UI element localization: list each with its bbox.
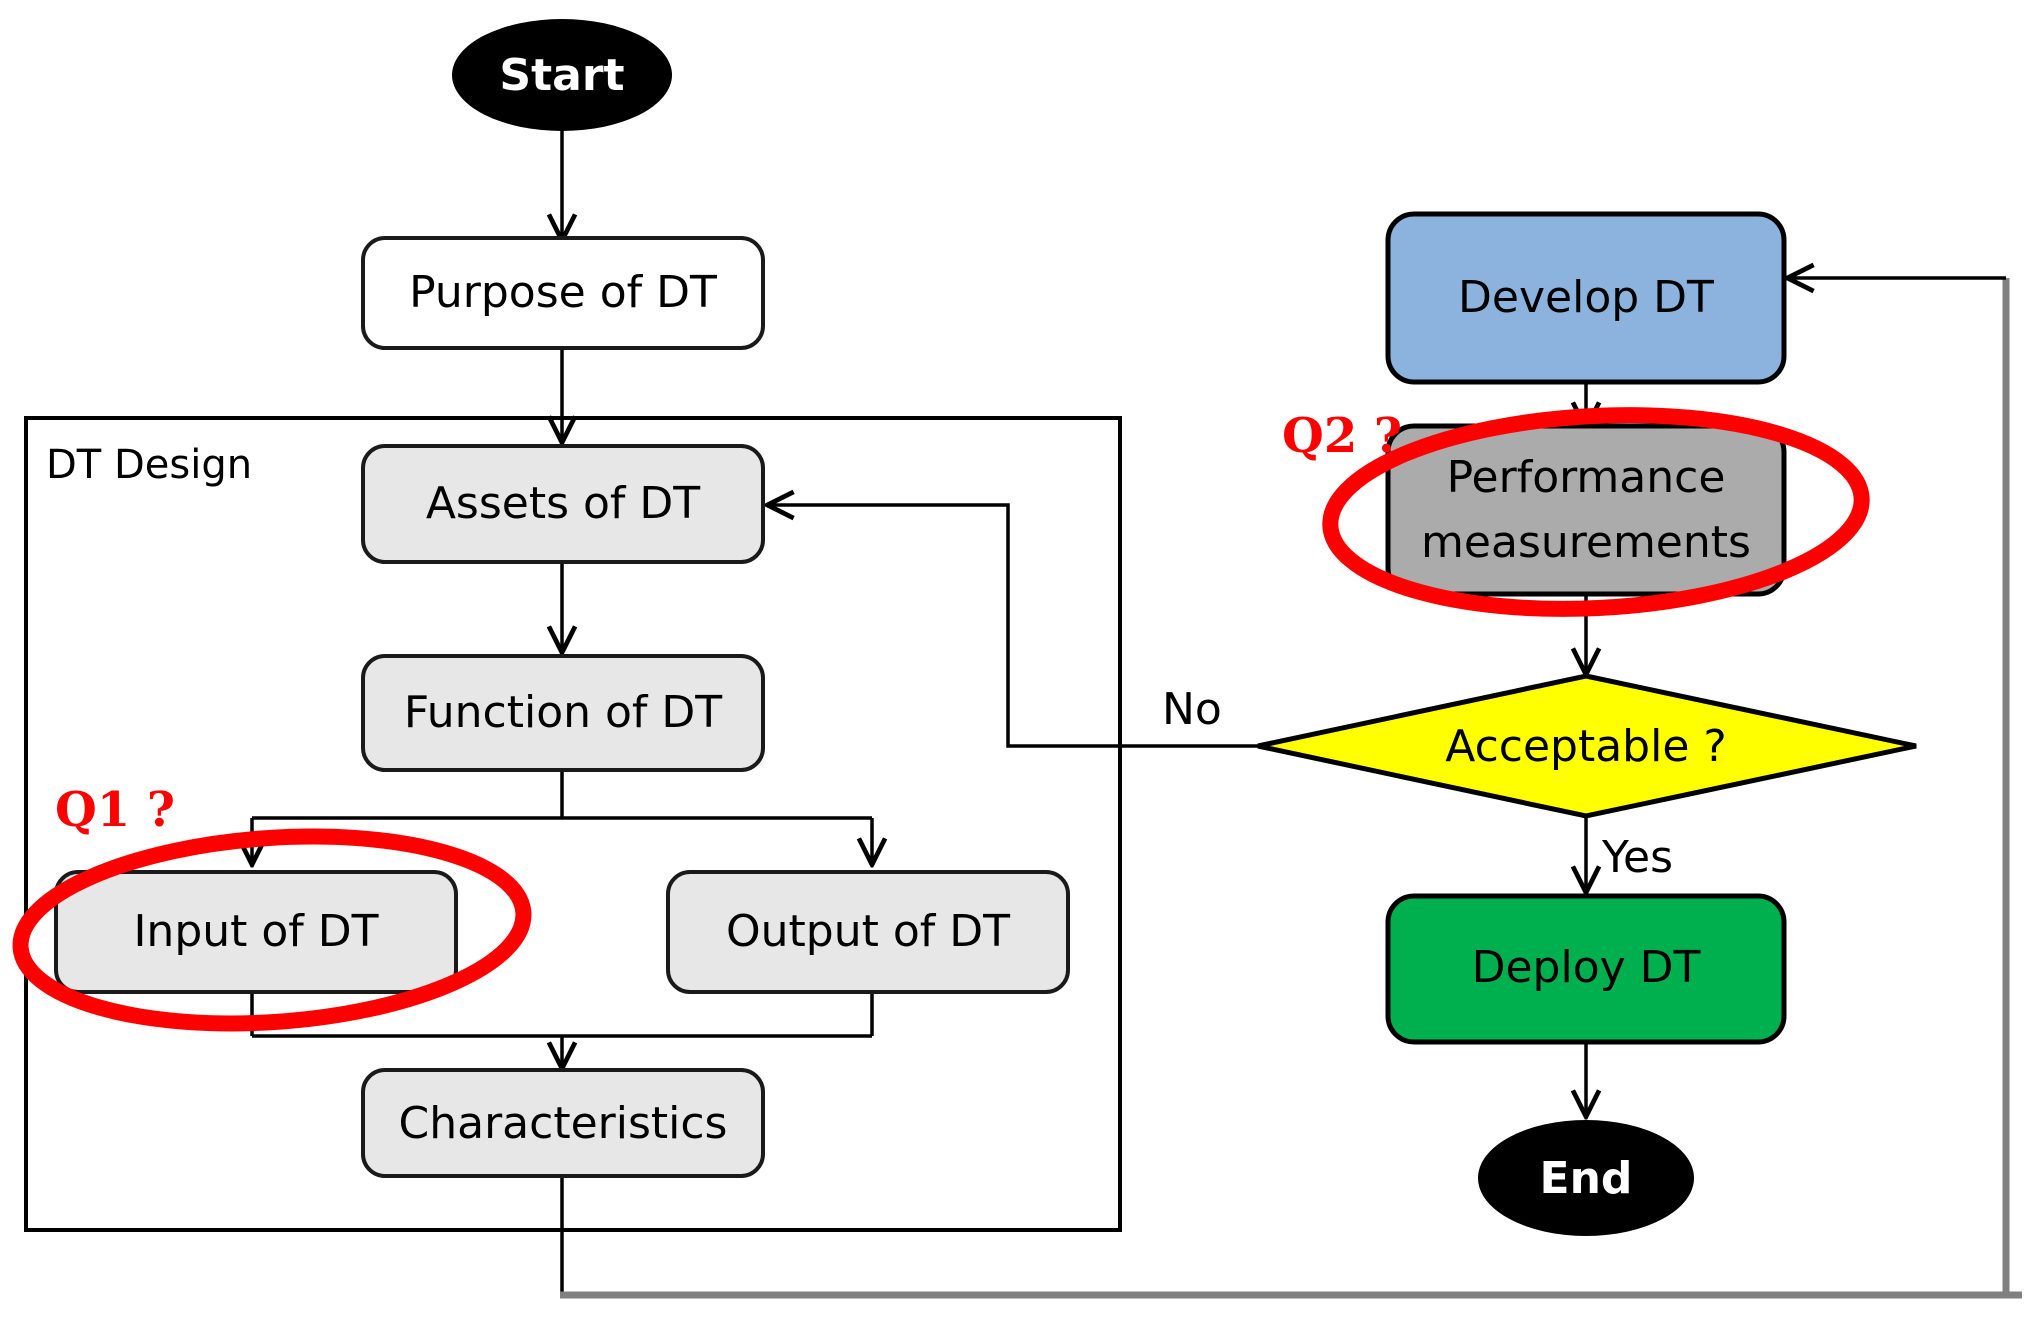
node-deploy-label: Deploy DT <box>1472 942 1701 993</box>
node-characteristics[interactable] <box>361 1068 765 1178</box>
node-assets[interactable] <box>361 444 765 564</box>
node-performance[interactable] <box>1385 423 1787 597</box>
node-end[interactable] <box>1478 1120 1694 1236</box>
node-input-label: Input of DT <box>133 906 378 957</box>
node-purpose-label: Purpose of DT <box>409 267 717 318</box>
node-output-label: Output of DT <box>726 906 1010 957</box>
node-develop[interactable] <box>1385 211 1787 385</box>
q1-label: Q1 ? <box>55 782 175 838</box>
dt-design-label: DT Design <box>46 442 252 488</box>
node-start[interactable] <box>452 19 672 131</box>
node-purpose[interactable] <box>361 236 765 350</box>
node-assets-label: Assets of DT <box>426 478 700 529</box>
node-end-label: End <box>1540 1153 1633 1204</box>
node-output[interactable] <box>666 870 1070 994</box>
node-start-label: Start <box>499 50 624 101</box>
edge-label-no: No <box>1162 684 1222 735</box>
edge-label-yes: Yes <box>1601 832 1673 883</box>
node-input[interactable] <box>54 870 458 994</box>
node-performance-line2: measurements <box>1421 517 1751 568</box>
node-characteristics-label: Characteristics <box>399 1098 728 1149</box>
node-function[interactable] <box>361 654 765 772</box>
node-function-label: Function of DT <box>404 687 722 738</box>
node-acceptable-label: Acceptable ? <box>1445 721 1727 772</box>
node-performance-line1: Performance <box>1447 452 1726 503</box>
node-develop-label: Develop DT <box>1458 272 1714 323</box>
q2-label: Q2 ? <box>1282 408 1402 464</box>
edge-no-path <box>770 505 1262 748</box>
q2-highlight-ellipse <box>1322 407 1870 617</box>
q1-highlight-ellipse <box>12 828 532 1032</box>
node-acceptable[interactable] <box>1257 673 1917 819</box>
node-deploy[interactable] <box>1385 893 1787 1045</box>
